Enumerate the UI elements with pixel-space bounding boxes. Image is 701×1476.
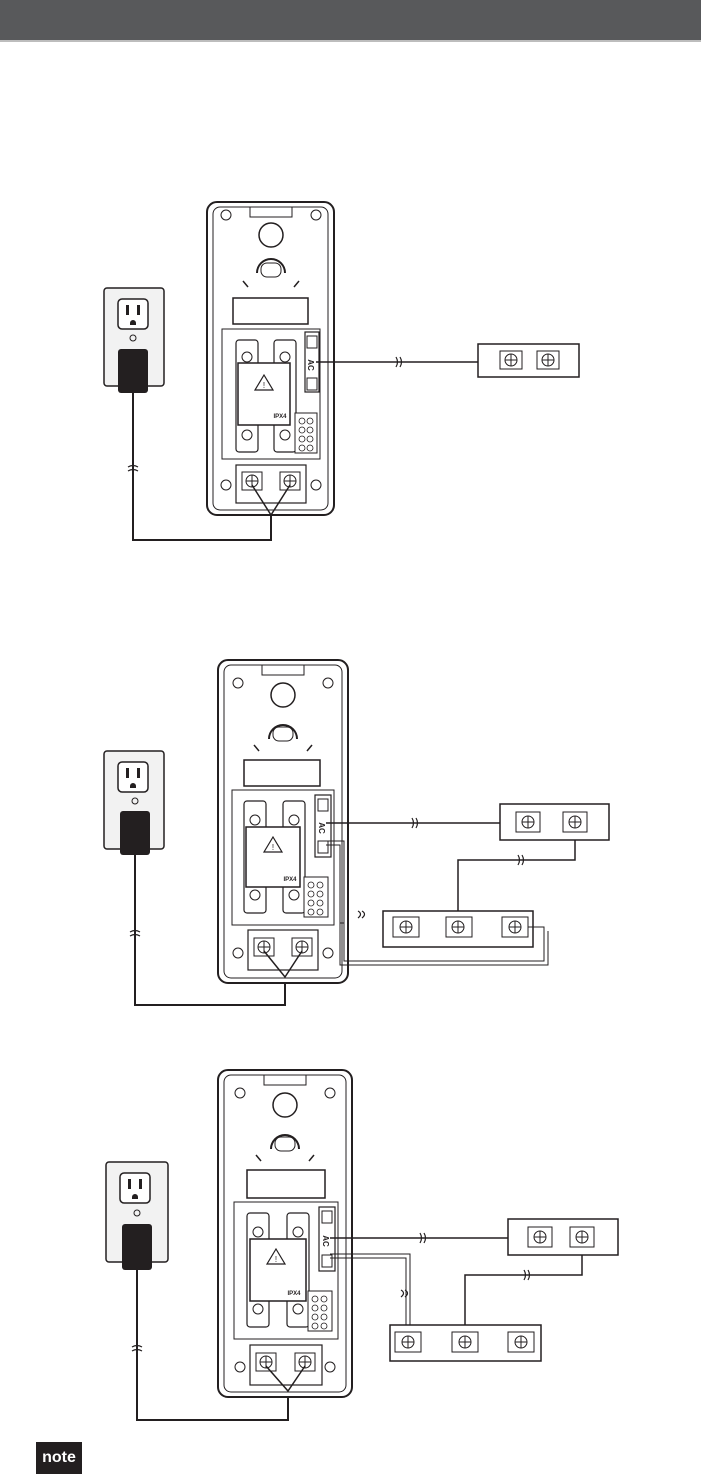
ac-terminal-label: AC — [321, 1235, 330, 1247]
wiring-diagram-1: ! IPX4 AC — [0, 195, 701, 545]
screw-terminal-icon — [478, 344, 579, 377]
device-housing: ! IPX4 AC — [207, 202, 334, 515]
power-adapter-icon — [120, 811, 150, 855]
battery-rating-label: IPX4 — [287, 1291, 301, 1297]
ac-terminal-label: AC — [317, 822, 326, 834]
battery-rating-label: IPX4 — [283, 877, 297, 883]
svg-text:!: ! — [263, 381, 265, 390]
wiring-diagram-3-svg: ! IPX4 AC — [0, 1065, 701, 1430]
ac-terminal-label: AC — [306, 359, 315, 371]
power-adapter-icon — [118, 349, 148, 393]
device-housing: ! IPX4 AC — [218, 1070, 352, 1397]
header-rule — [0, 40, 701, 42]
device-housing: ! IPX4 AC — [218, 660, 348, 983]
svg-text:!: ! — [275, 1255, 277, 1264]
battery-rating-label: IPX4 — [273, 414, 287, 420]
screw-terminal-icon — [390, 1325, 541, 1361]
note-badge: note — [36, 1442, 82, 1474]
header-bar — [0, 0, 701, 40]
power-adapter-icon — [122, 1224, 152, 1270]
screw-terminal-icon — [500, 804, 609, 840]
screw-terminal-icon — [383, 911, 533, 947]
wiring-diagram-2: ! IPX4 AC — [0, 655, 701, 1015]
wiring-diagram-2-svg: ! IPX4 AC — [0, 655, 701, 1015]
wiring-diagram-1-svg: ! IPX4 AC — [0, 195, 701, 545]
wiring-diagram-3: ! IPX4 AC — [0, 1065, 701, 1430]
screw-terminal-icon — [508, 1219, 618, 1255]
svg-text:!: ! — [272, 843, 274, 852]
